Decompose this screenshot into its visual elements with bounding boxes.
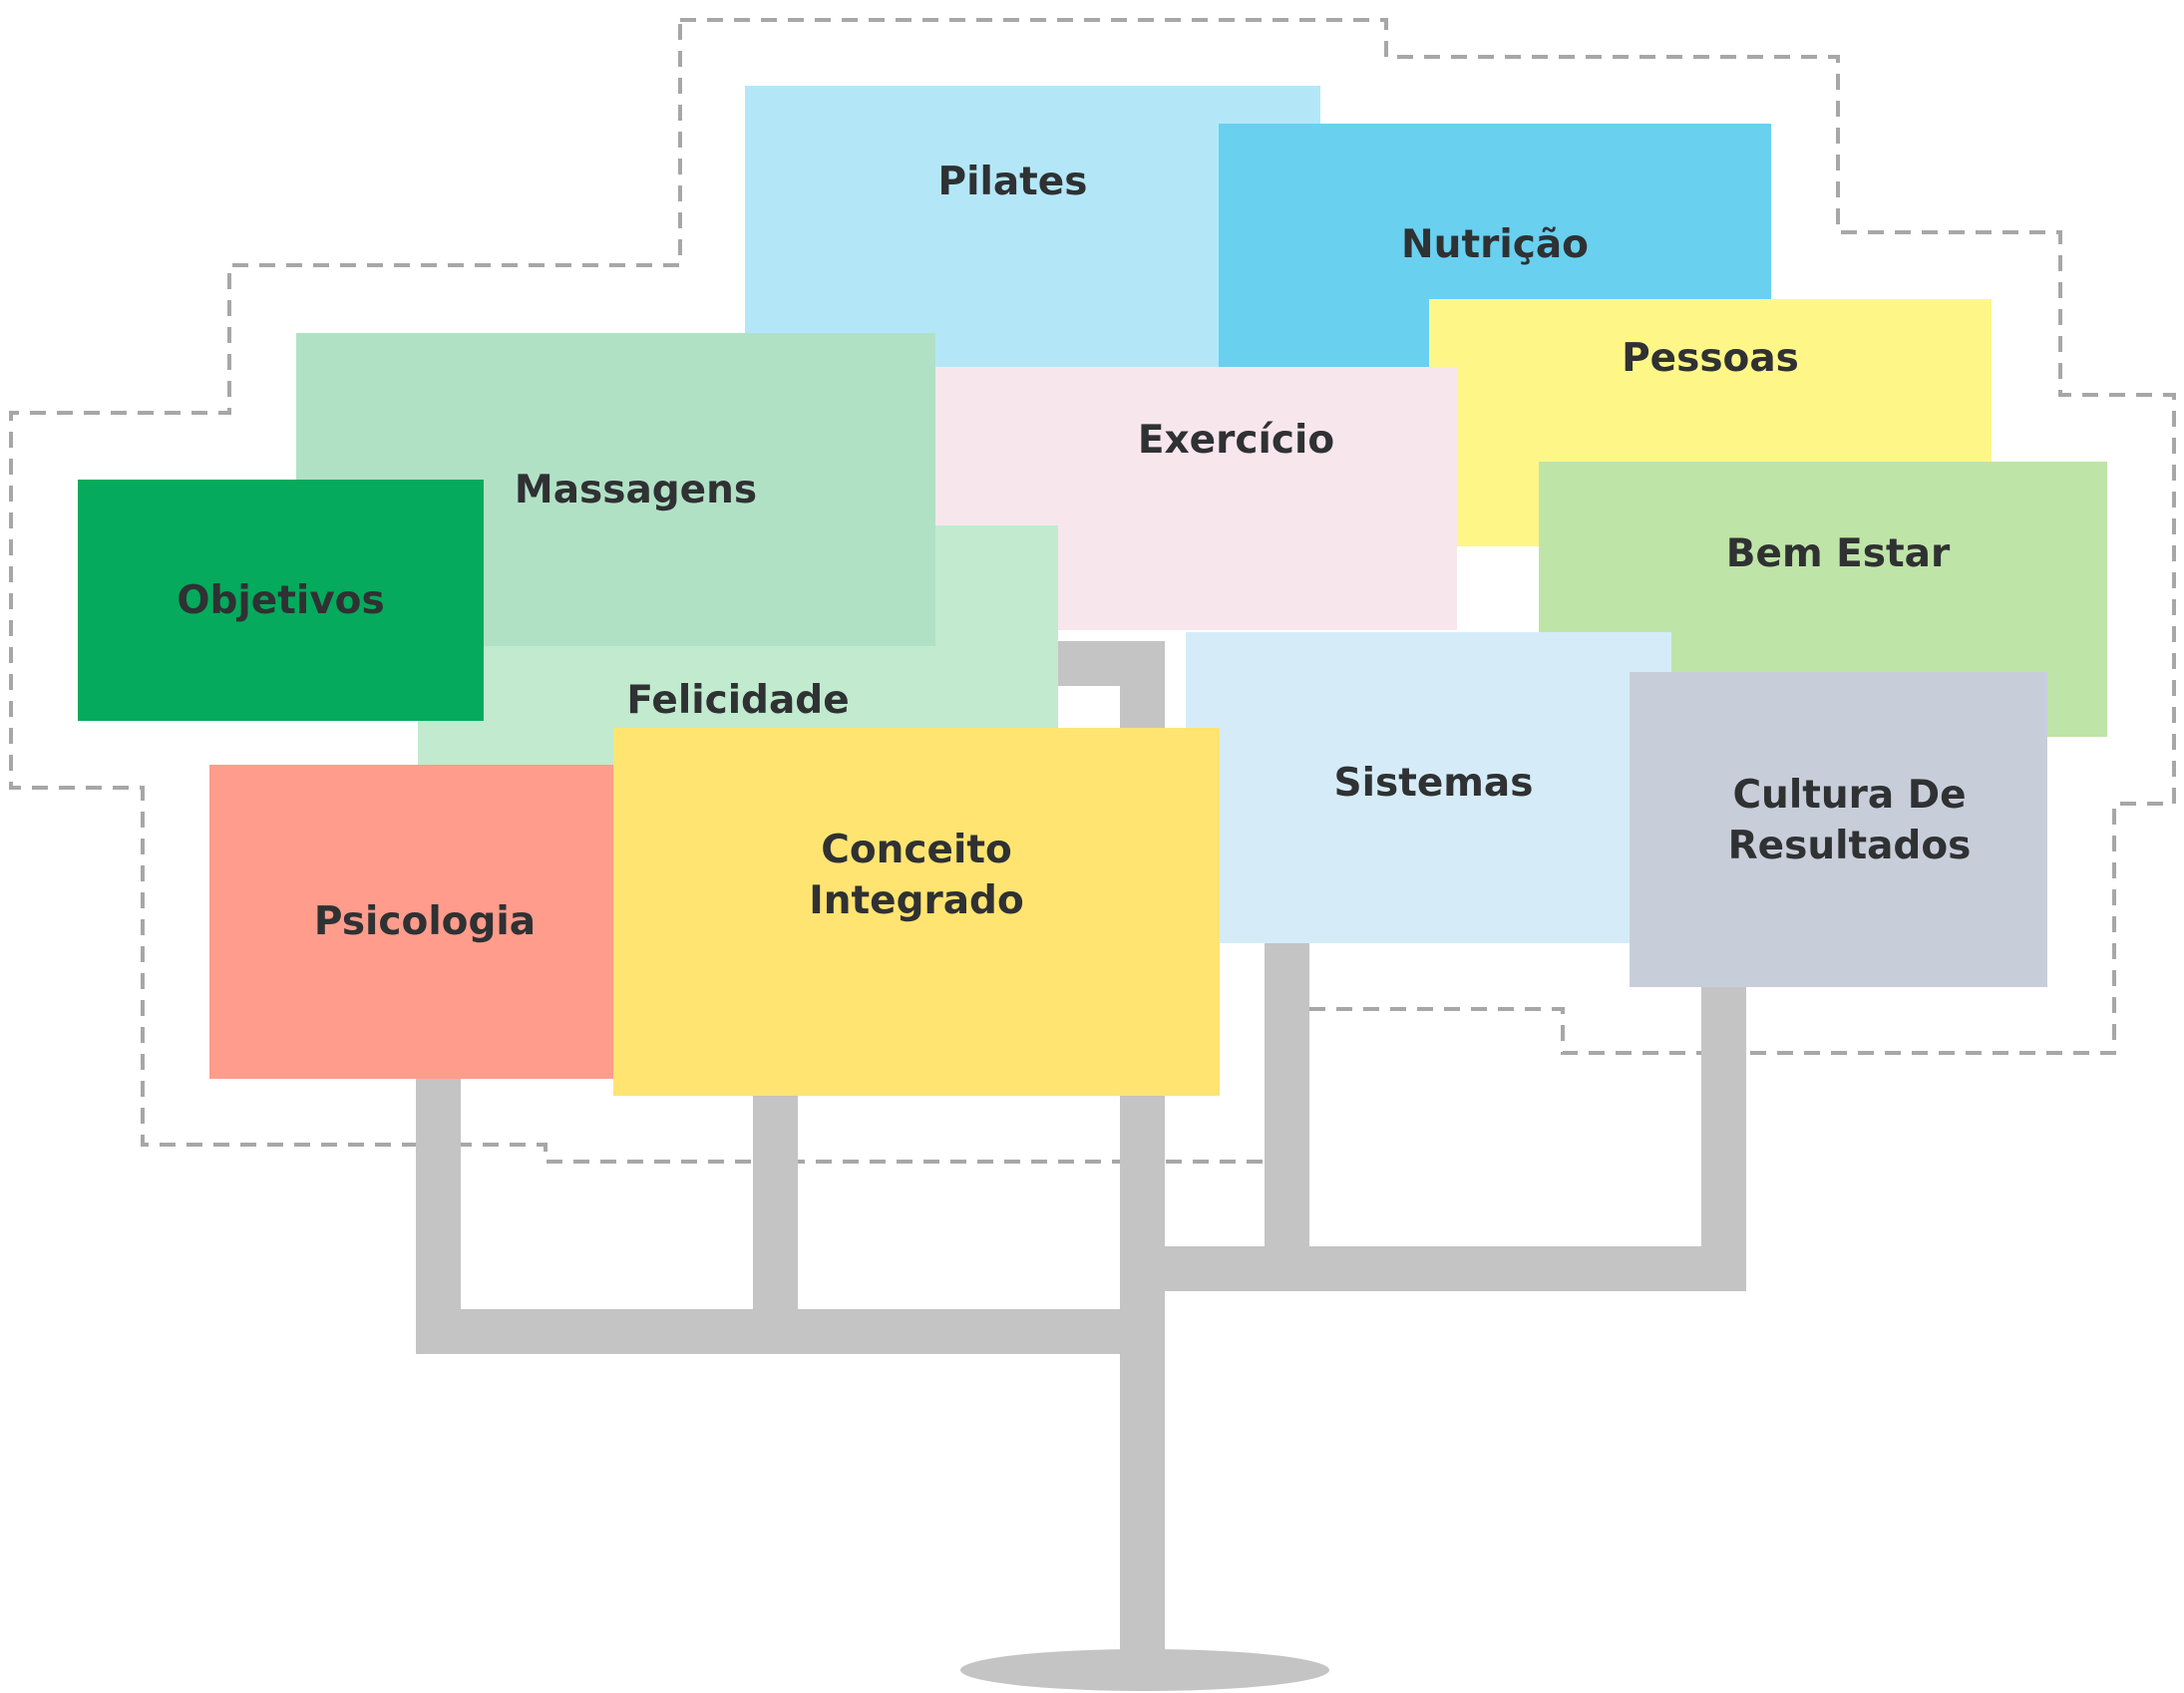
card-cultura-label: Cultura De Resultados [1727, 773, 1972, 868]
card-conceito-label: Conceito Integrado [809, 827, 1024, 923]
tree-base [960, 1649, 1329, 1691]
trunk-and-branches [416, 641, 1746, 1658]
right-branch [1120, 1246, 1746, 1291]
card-pessoas-label: Pessoas [1622, 335, 1799, 381]
branch-psicologia [416, 1072, 461, 1354]
card-felicidade-label: Felicidade [626, 677, 850, 723]
card-nutricao-label: Nutrição [1401, 222, 1589, 267]
card-bem-estar-label: Bem Estar [1725, 530, 1951, 576]
card-psicologia: Psicologia [209, 765, 618, 1079]
card-cultura: Cultura De Resultados [1630, 672, 2047, 987]
trunk-top-cap [1057, 641, 1165, 686]
card-conceito: Conceito Integrado [613, 728, 1220, 1096]
card-pilates-label: Pilates [937, 159, 1088, 204]
card-sistemas-label: Sistemas [1333, 760, 1534, 806]
branch-sistemas [1265, 937, 1309, 1291]
canopy-outline [9, 18, 2176, 1164]
card-objetivos-label: Objetivos [177, 577, 385, 623]
card-psicologia-label: Psicologia [313, 899, 537, 944]
branch-cultura [1701, 982, 1746, 1291]
card-exercicio-label: Exercício [1137, 417, 1335, 463]
branch-conceito [753, 1087, 798, 1354]
card-objetivos: Objetivos [78, 480, 484, 721]
card-massagens-label: Massagens [514, 467, 758, 512]
card-sistemas: Sistemas [1186, 632, 1671, 943]
